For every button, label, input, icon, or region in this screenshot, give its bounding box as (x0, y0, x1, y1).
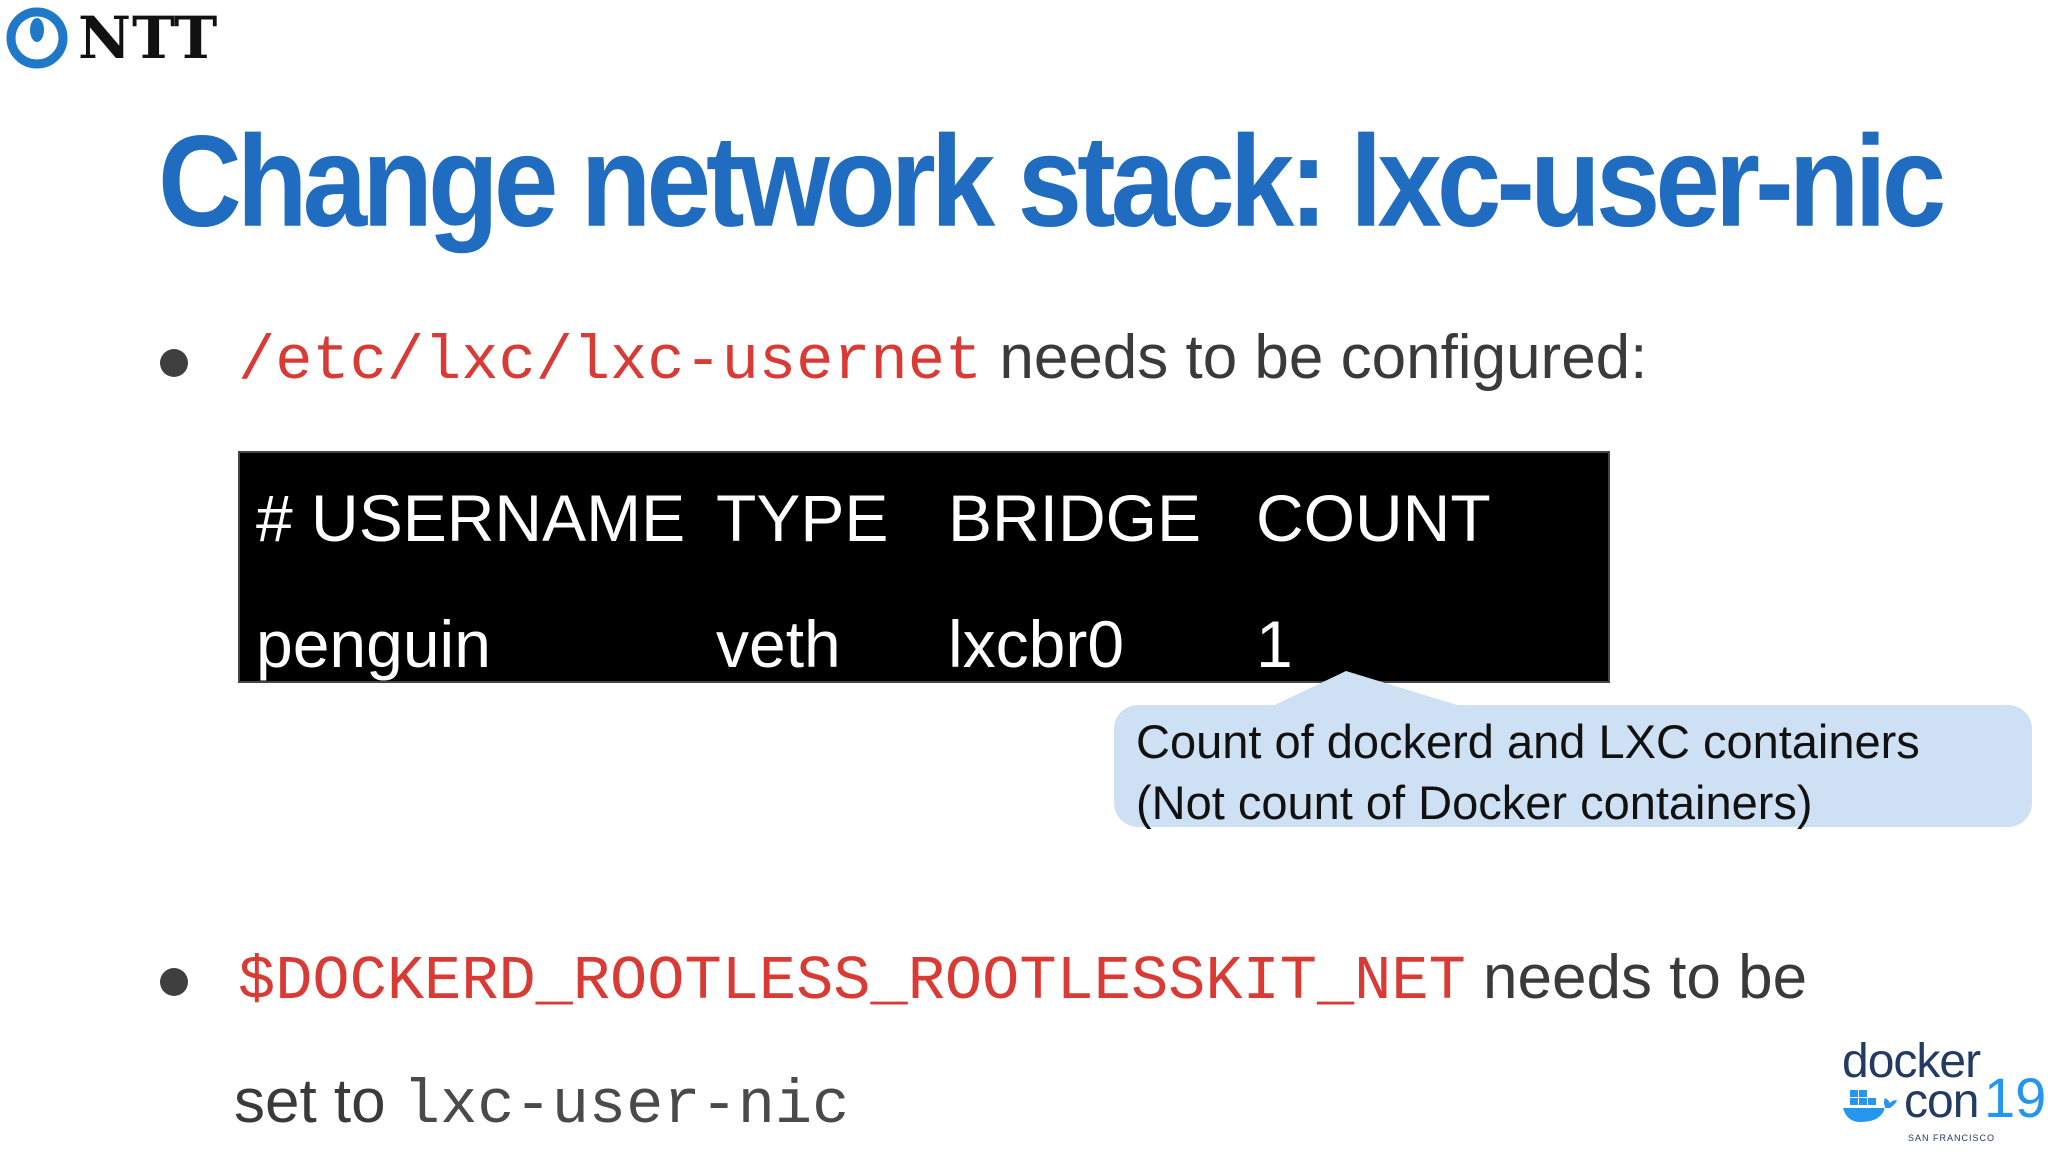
callout-pointer (1260, 671, 1480, 712)
bullet-2-continuation-text: set to (234, 1067, 403, 1136)
ntt-logo: NTT (6, 4, 218, 72)
table-header-type: TYPE (716, 481, 889, 555)
docker-whale-icon (1843, 1090, 1897, 1122)
table-cell-count: 1 (1256, 607, 1293, 681)
bullet-1-text: needs to be configured: (982, 323, 1648, 392)
bullet-1-code: /etc/lxc/lxc-usernet (238, 326, 983, 397)
dockercon-year: 19 (1984, 1066, 2047, 1129)
bullet-dot (160, 349, 188, 377)
table-header-username: # USERNAME (256, 481, 686, 555)
bullet-2-text: needs to be (1465, 943, 1808, 1012)
bullet-2: $DOCKERD_ROOTLESS_ROOTLESSKIT_NET needs … (238, 942, 1807, 1017)
dockercon-logo: docker con 19 SAN FRANCISCO (1838, 1038, 2046, 1148)
slide-title: Change network stack: lxc-user-nic (158, 108, 1946, 254)
table-header-bridge: BRIDGE (948, 481, 1202, 555)
callout-line-2: (Not count of Docker containers) (1136, 776, 1813, 829)
dockercon-city: SAN FRANCISCO (1908, 1133, 1996, 1143)
bullet-2-continuation-code: lxc-user-nic (402, 1070, 850, 1141)
config-table: # USERNAME TYPE BRIDGE COUNT penguin vet… (238, 451, 1610, 683)
callout-line-1: Count of dockerd and LXC containers (1136, 715, 1920, 768)
ntt-logo-icon (6, 7, 68, 69)
dockercon-word-docker: docker (1842, 1035, 1981, 1088)
bullet-dot (160, 968, 188, 996)
bullet-2-continuation: set to lxc-user-nic (234, 1066, 849, 1141)
table-header-count: COUNT (1256, 481, 1491, 555)
table-cell-bridge: lxcbr0 (948, 607, 1125, 681)
bullet-2-code: $DOCKERD_ROOTLESS_ROOTLESSKIT_NET (238, 946, 1466, 1017)
bullet-1: /etc/lxc/lxc-usernet needs to be configu… (238, 322, 1647, 397)
callout-note: Count of dockerd and LXC containers (Not… (1114, 705, 2032, 829)
table-cell-username: penguin (256, 607, 491, 681)
ntt-logo-text: NTT (78, 4, 219, 72)
table-cell-type: veth (716, 607, 841, 681)
dockercon-word-con: con (1904, 1075, 1979, 1128)
